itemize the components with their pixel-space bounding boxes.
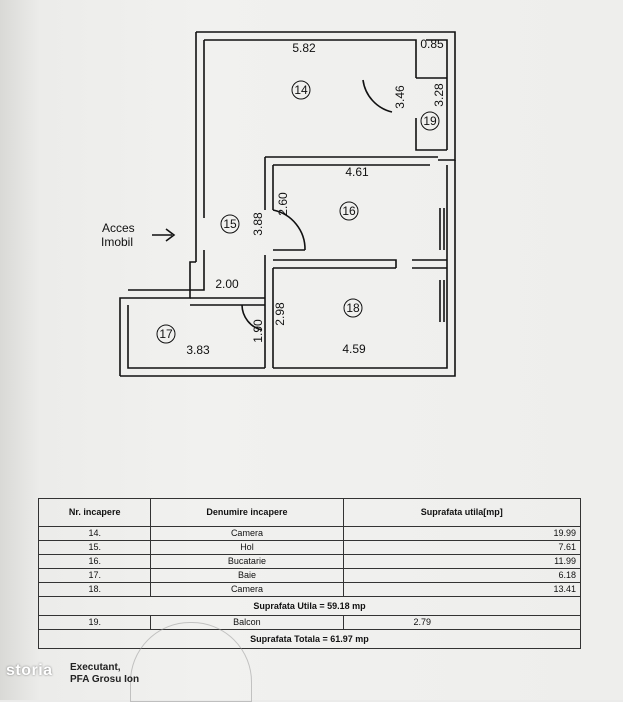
header-name: Denumire incapere — [150, 498, 344, 527]
table-row: 14. Camera 19.99 — [37, 526, 581, 541]
row-name: Camera — [150, 526, 344, 541]
executant-block: Executant, PFA Grosu Ion — [70, 662, 139, 686]
dim-3-46: 3.46 — [393, 85, 407, 109]
floor-plan: 14 15 16 17 18 19 Acces Imobil 5.82 0.85… — [101, 31, 456, 377]
dim-3-28: 3.28 — [432, 83, 446, 107]
row-area: 2.79 — [342, 615, 581, 630]
dim-0-85: 0.85 — [420, 37, 444, 51]
row-nr: 15. — [37, 540, 152, 555]
dim-2-00: 2.00 — [215, 277, 239, 291]
suprafata-utila: Suprafata Utila = 59.18 mp — [38, 596, 581, 616]
row-area: 13.41 — [342, 582, 581, 597]
table-header-row: Nr. incapere Denumire incapere Suprafata… — [37, 498, 581, 527]
row-nr: 17. — [37, 568, 152, 583]
row-name: Camera — [150, 582, 344, 597]
dim-3-88: 3.88 — [251, 212, 265, 236]
table-row: 18. Camera 13.41 — [37, 582, 581, 597]
row-nr: 19. — [37, 615, 152, 630]
dim-4-59: 4.59 — [342, 342, 366, 356]
row-area: 11.99 — [342, 554, 581, 569]
dim-5-82: 5.82 — [292, 41, 316, 55]
table-row: 15. Hol 7.61 — [37, 540, 581, 555]
room-19-label: 19 — [423, 114, 437, 128]
row-name: Hol — [150, 540, 344, 555]
executant-label: Executant, — [70, 662, 121, 673]
dim-2-98: 2.98 — [273, 302, 287, 326]
dim-2-60: 2.60 — [276, 192, 290, 216]
access-label-line1: Acces — [102, 221, 135, 235]
executant-name: PFA Grosu Ion — [70, 674, 140, 685]
room-18-label: 18 — [346, 301, 360, 315]
row-area: 19.99 — [342, 526, 581, 541]
header-area: Suprafata utila[mp] — [342, 498, 581, 527]
storia-watermark: storia — [6, 662, 53, 679]
header-nr: Nr. incapere — [37, 498, 152, 527]
access-label-line2: Imobil — [101, 235, 133, 249]
room-17-label: 17 — [159, 327, 173, 341]
room-14-label: 14 — [294, 83, 308, 97]
suprafata-totala: Suprafata Totala = 61.97 mp — [38, 629, 581, 649]
row-name: Bucatarie — [150, 554, 344, 569]
dim-1-90: 1.90 — [251, 319, 265, 343]
table-summary-row: Suprafata Totala = 61.97 mp — [38, 629, 581, 649]
row-nr: 18. — [37, 582, 152, 597]
room-area-table: Nr. incapere Denumire incapere Suprafata… — [37, 498, 581, 649]
dim-3-83: 3.83 — [186, 343, 210, 357]
table-row: 19. Balcon 2.79 — [37, 615, 581, 630]
row-area: 6.18 — [342, 568, 581, 583]
dim-4-61: 4.61 — [345, 165, 369, 179]
row-nr: 16. — [37, 554, 152, 569]
row-name: Baie — [150, 568, 344, 583]
table-row: 16. Bucatarie 11.99 — [37, 554, 581, 569]
row-nr: 14. — [37, 526, 152, 541]
table-summary-row: Suprafata Utila = 59.18 mp — [38, 596, 581, 616]
row-area: 7.61 — [342, 540, 581, 555]
room-16-label: 16 — [342, 204, 356, 218]
room-15-label: 15 — [223, 217, 237, 231]
table-row: 17. Baie 6.18 — [37, 568, 581, 583]
